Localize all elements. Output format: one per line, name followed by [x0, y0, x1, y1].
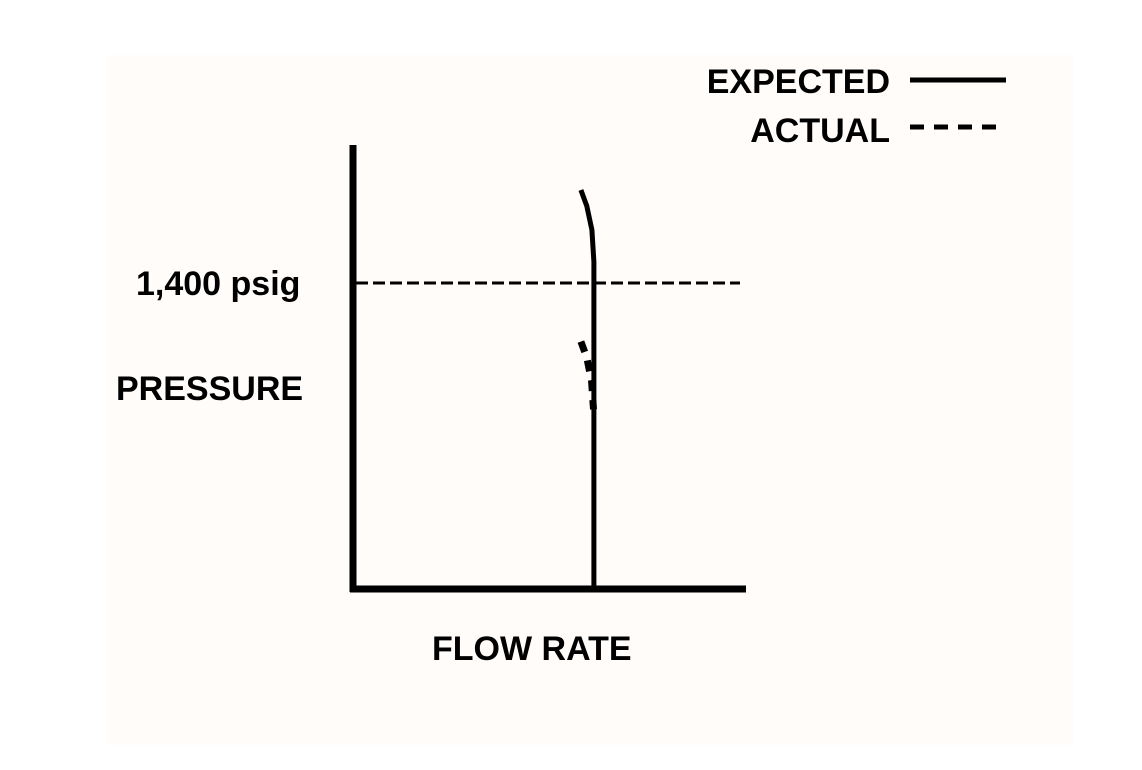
series-line-actual [577, 340, 597, 410]
legend: EXPECTED ACTUAL [707, 63, 1006, 150]
axes [349, 145, 746, 593]
reference-label: 1,400 psig [136, 265, 300, 303]
legend-label-actual: ACTUAL [750, 112, 890, 150]
legend-label-expected: EXPECTED [707, 63, 890, 101]
y-axis-label: PRESSURE [116, 370, 303, 408]
chart-paper [108, 55, 1074, 745]
x-axis-label: FLOW RATE [432, 630, 632, 668]
series-group [577, 189, 597, 589]
